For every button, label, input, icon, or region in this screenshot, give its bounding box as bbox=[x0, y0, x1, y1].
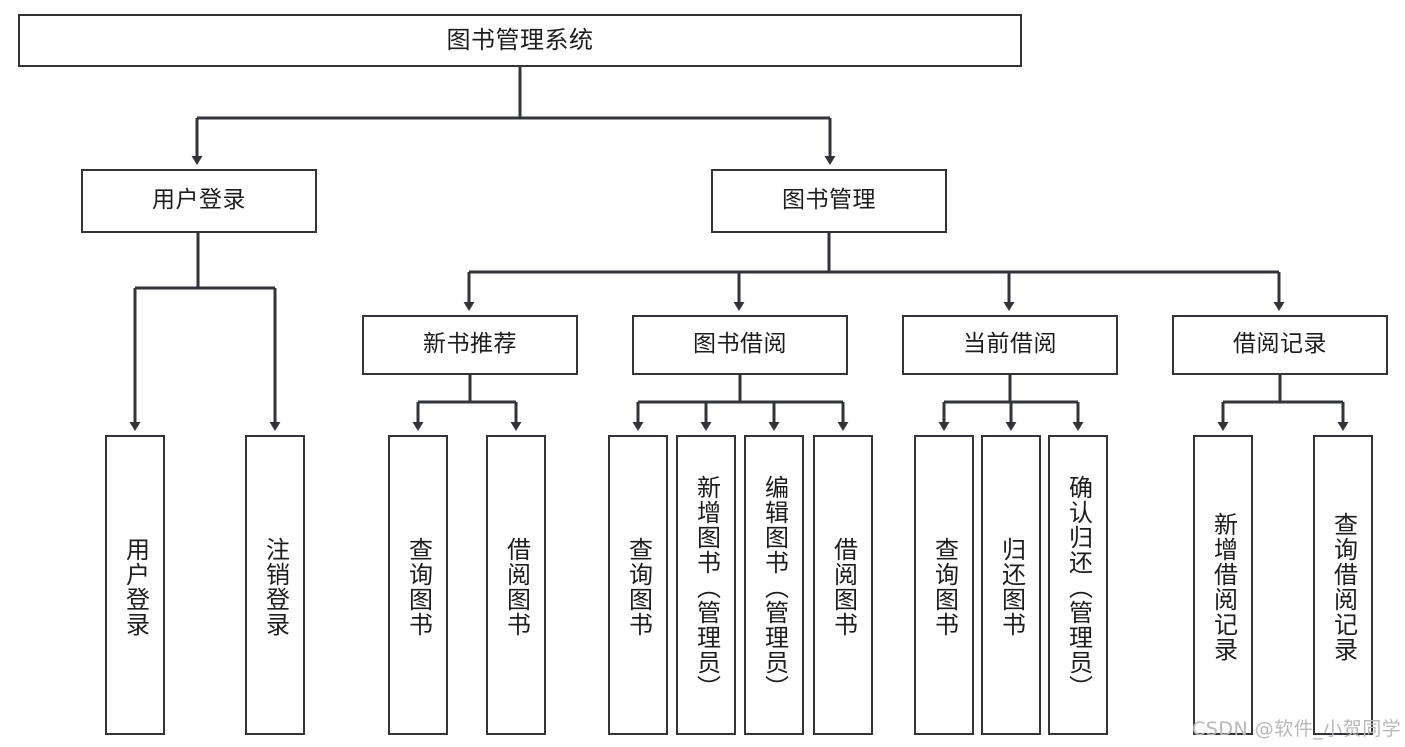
leaf-book-borrow-edit-book-admin[interactable]: 编辑图书（管理员） bbox=[744, 435, 804, 735]
node-label: 查询图书 bbox=[930, 537, 959, 637]
node-new-book-recommendation[interactable]: 新书推荐 bbox=[362, 315, 578, 375]
node-label: 查询借阅记录 bbox=[1329, 512, 1358, 662]
leaf-book-borrow-query-book[interactable]: 查询图书 bbox=[608, 435, 668, 735]
node-label: 用户登录 bbox=[121, 537, 150, 637]
node-book-management[interactable]: 图书管理 bbox=[711, 169, 947, 233]
csdn-watermark: CSDN @软件_小贺同学 bbox=[1192, 718, 1402, 740]
leaf-borrow-record-add-record[interactable]: 新增借阅记录 bbox=[1193, 435, 1253, 735]
leaf-book-borrow-borrow-book[interactable]: 借阅图书 bbox=[813, 435, 873, 735]
node-label: 图书管理系统 bbox=[446, 26, 594, 55]
node-label: 用户登录 bbox=[152, 187, 246, 214]
node-label: 图书管理 bbox=[782, 187, 876, 214]
node-label: 新书推荐 bbox=[423, 331, 517, 358]
leaf-current-borrow-query-book[interactable]: 查询图书 bbox=[914, 435, 974, 735]
node-label: 查询图书 bbox=[624, 537, 653, 637]
node-borrow-records[interactable]: 借阅记录 bbox=[1172, 315, 1388, 375]
node-label: 借阅图书 bbox=[502, 537, 531, 637]
node-label: 借阅记录 bbox=[1233, 331, 1327, 358]
node-label: 编辑图书（管理员） bbox=[760, 474, 789, 700]
node-label: 新增借阅记录 bbox=[1209, 512, 1238, 662]
leaf-new-book-query-book[interactable]: 查询图书 bbox=[388, 435, 448, 735]
node-current-borrowing[interactable]: 当前借阅 bbox=[902, 315, 1118, 375]
node-label: 图书借阅 bbox=[693, 331, 787, 358]
node-label: 借阅图书 bbox=[829, 537, 858, 637]
node-root-book-management-system[interactable]: 图书管理系统 bbox=[18, 14, 1022, 67]
node-book-borrowing[interactable]: 图书借阅 bbox=[632, 315, 848, 375]
node-user-login[interactable]: 用户登录 bbox=[81, 169, 317, 233]
leaf-borrow-record-query-record[interactable]: 查询借阅记录 bbox=[1313, 435, 1373, 735]
node-label: 归还图书 bbox=[997, 537, 1026, 637]
leaf-current-borrow-return-book[interactable]: 归还图书 bbox=[981, 435, 1041, 735]
leaf-user-login-login[interactable]: 用户登录 bbox=[105, 435, 165, 735]
leaf-book-borrow-add-book-admin[interactable]: 新增图书（管理员） bbox=[676, 435, 736, 735]
node-label: 确认归还（管理员） bbox=[1064, 474, 1093, 700]
node-label: 当前借阅 bbox=[963, 331, 1057, 358]
node-label: 注销登录 bbox=[261, 537, 290, 637]
node-label: 查询图书 bbox=[404, 537, 433, 637]
node-label: 新增图书（管理员） bbox=[692, 474, 721, 700]
leaf-current-borrow-confirm-return-admin[interactable]: 确认归还（管理员） bbox=[1048, 435, 1108, 735]
leaf-user-login-logout[interactable]: 注销登录 bbox=[245, 435, 305, 735]
leaf-new-book-borrow-book[interactable]: 借阅图书 bbox=[486, 435, 546, 735]
